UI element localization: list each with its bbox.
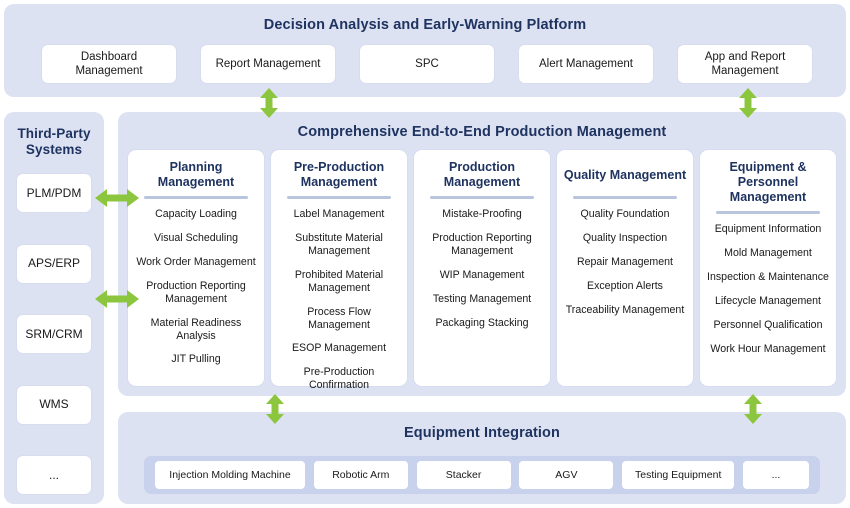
list-item[interactable]: Quality Foundation — [580, 208, 670, 220]
list-item[interactable]: Capacity Loading — [155, 208, 237, 220]
platform-item-dashboard-management[interactable]: Dashboard Management — [42, 45, 176, 83]
double-arrow-vertical-icon — [264, 394, 286, 424]
list-item[interactable]: Visual Scheduling — [153, 231, 239, 244]
production-management-panel: Comprehensive End-to-End Production Mana… — [118, 112, 846, 396]
list-item[interactable]: Mold Management — [724, 246, 812, 259]
third-party-systems-title: Third-Party Systems — [17, 126, 91, 157]
platform-item-app-and-report-management[interactable]: App and Report Management — [678, 45, 812, 83]
equipment-integration-title: Equipment Integration — [404, 425, 560, 441]
double-arrow-vertical-icon — [742, 394, 764, 424]
list-item[interactable]: Testing Management — [432, 292, 532, 305]
double-arrow-vertical-icon — [737, 88, 759, 118]
sidebar-item-more[interactable]: ... — [17, 456, 91, 494]
third-party-systems-panel: Third-Party Systems PLM/PDM APS/ERP SRM/… — [4, 112, 104, 504]
sidebar-item-srm-crm[interactable]: SRM/CRM — [17, 315, 91, 353]
list-item[interactable]: Production Reporting Management — [432, 231, 532, 257]
column-quality-management: Quality Management Quality Foundation Qu… — [557, 150, 693, 386]
sidebar-item-aps-erp[interactable]: APS/ERP — [17, 244, 91, 283]
equipment-item-agv[interactable]: AGV — [519, 461, 614, 489]
equipment-item-injection-molding-machine[interactable]: Injection Molding Machine — [155, 461, 305, 489]
equipment-item-more[interactable]: ... — [742, 461, 809, 489]
list-item[interactable]: Production Reporting Management — [146, 279, 246, 305]
list-item[interactable]: Prohibited Material Management — [294, 268, 384, 294]
list-item[interactable]: Packaging Stacking — [435, 316, 529, 329]
list-item[interactable]: Personnel Qualification — [713, 318, 823, 331]
column-divider — [287, 196, 391, 199]
column-header-quality-management: Quality Management — [563, 167, 687, 182]
column-equipment-personnel-management: Equipment & Personnel Management Equipme… — [700, 150, 836, 386]
list-item[interactable]: Lifecycle Management — [715, 294, 821, 307]
platform-item-spc[interactable]: SPC — [360, 45, 494, 83]
column-item-list: Capacity Loading Visual Scheduling Work … — [134, 208, 258, 366]
production-management-title: Comprehensive End-to-End Production Mana… — [297, 124, 667, 140]
equipment-integration-list: Injection Molding Machine Robotic Arm St… — [155, 461, 809, 489]
column-item-list: Quality Foundation Quality Inspection Re… — [563, 208, 687, 317]
column-divider — [573, 196, 677, 199]
equipment-item-robotic-arm[interactable]: Robotic Arm — [313, 461, 408, 489]
equipment-integration-strip: Injection Molding Machine Robotic Arm St… — [144, 456, 820, 494]
list-item[interactable]: Work Hour Management — [710, 342, 826, 355]
sidebar-item-plm-pdm[interactable]: PLM/PDM — [17, 174, 91, 212]
production-management-columns: Planning Management Capacity Loading Vis… — [128, 150, 836, 391]
list-item[interactable]: Inspection & Maintenance — [707, 270, 829, 283]
column-planning-management: Planning Management Capacity Loading Vis… — [128, 150, 264, 386]
column-header-planning-management: Planning Management — [157, 160, 235, 189]
list-item[interactable]: ESOP Management — [291, 342, 387, 355]
double-arrow-vertical-icon — [258, 88, 280, 118]
list-item[interactable]: Quality Inspection — [582, 231, 668, 244]
column-item-list: Label Management Substitute Material Man… — [277, 208, 401, 392]
column-header-production-management: Production Management — [443, 160, 521, 189]
list-item[interactable]: Substitute Material Management — [295, 231, 383, 257]
list-item[interactable]: Process Flow Management — [307, 305, 371, 331]
equipment-item-testing-equipment[interactable]: Testing Equipment — [622, 461, 735, 489]
list-item[interactable]: Traceability Management — [565, 303, 685, 316]
column-divider — [144, 196, 248, 199]
column-divider — [716, 211, 820, 214]
list-item[interactable]: Label Management — [293, 208, 385, 220]
list-item[interactable]: JIT Pulling — [171, 353, 221, 366]
column-header-equipment-personnel-management: Equipment & Personnel Management — [729, 160, 807, 204]
platform-title: Decision Analysis and Early-Warning Plat… — [263, 17, 587, 33]
column-divider — [430, 196, 534, 199]
column-header-pre-production-management: Pre-Production Management — [293, 160, 385, 189]
double-arrow-horizontal-icon — [95, 288, 139, 310]
decision-analysis-platform-panel: Decision Analysis and Early-Warning Plat… — [4, 4, 846, 97]
list-item[interactable]: Pre-Production Confirmation — [303, 366, 375, 392]
third-party-systems-list: PLM/PDM APS/ERP SRM/CRM WMS ... — [17, 174, 91, 494]
list-item[interactable]: Exception Alerts — [587, 279, 663, 292]
list-item[interactable]: Mistake-Proofing — [442, 208, 522, 220]
equipment-integration-panel: Equipment Integration Injection Molding … — [118, 412, 846, 504]
list-item[interactable]: Equipment Information — [714, 223, 822, 235]
list-item[interactable]: Repair Management — [577, 255, 673, 268]
sidebar-item-wms[interactable]: WMS — [17, 385, 91, 424]
column-item-list: Equipment Information Mold Management In… — [706, 223, 830, 356]
platform-item-report-management[interactable]: Report Management — [201, 45, 335, 83]
platform-item-alert-management[interactable]: Alert Management — [519, 45, 653, 83]
equipment-item-stacker[interactable]: Stacker — [416, 461, 511, 489]
column-production-management: Production Management Mistake-Proofing P… — [414, 150, 550, 386]
double-arrow-horizontal-icon — [95, 187, 139, 209]
platform-module-list: Dashboard Management Report Management S… — [42, 45, 812, 83]
list-item[interactable]: Material Readiness Analysis — [150, 316, 242, 342]
list-item[interactable]: Work Order Management — [136, 255, 256, 268]
column-pre-production-management: Pre-Production Management Label Manageme… — [271, 150, 407, 391]
column-item-list: Mistake-Proofing Production Reporting Ma… — [420, 208, 544, 330]
list-item[interactable]: WIP Management — [439, 268, 525, 281]
